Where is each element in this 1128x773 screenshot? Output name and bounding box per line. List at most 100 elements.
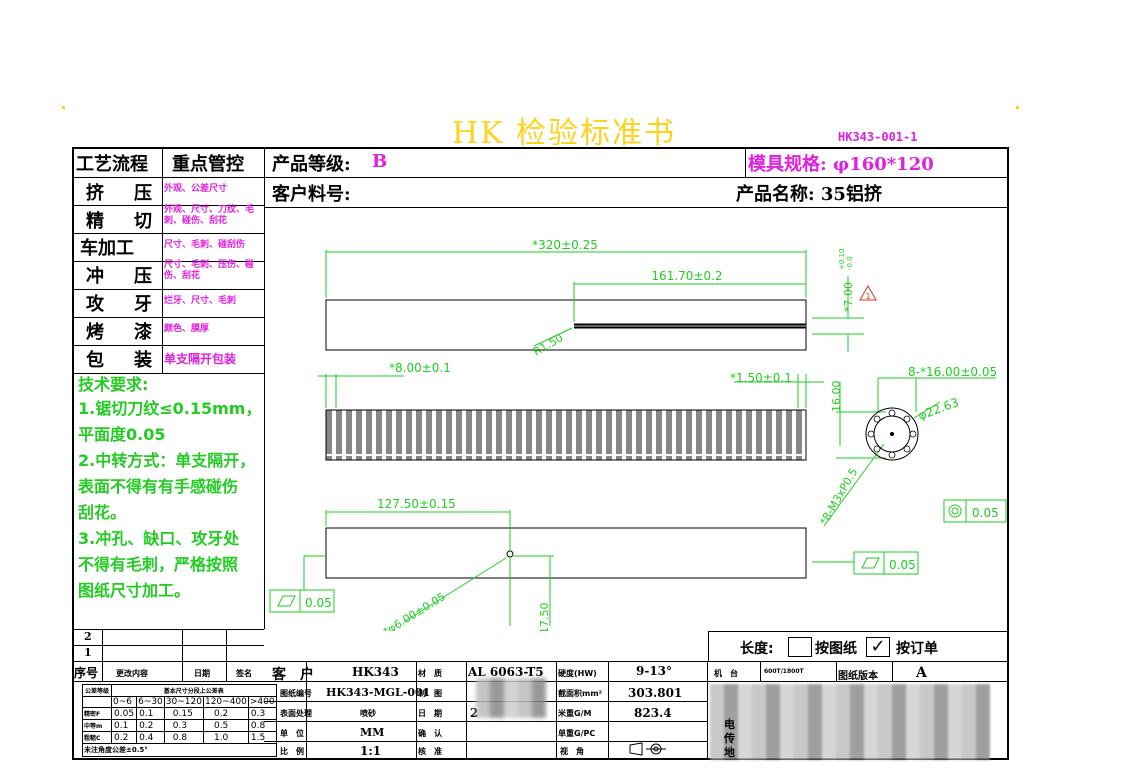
warning-mark: 1	[865, 292, 870, 301]
dim-depth: *7.00	[842, 282, 855, 312]
document-title: HK 检验标准书	[451, 116, 677, 151]
revision-sign-header: 签名	[236, 669, 252, 678]
section-area-value: 303.801	[628, 686, 683, 700]
dim-hole-position: 127.50±0.15	[377, 497, 456, 511]
dim-depth-tol-down: -0.0	[846, 256, 854, 270]
dim-hole-spacing: 16.00	[830, 381, 843, 413]
range-header: 30~120	[163, 696, 204, 708]
by-drawing-checkbox[interactable]	[788, 637, 812, 657]
step-punch: 冲 压	[86, 266, 158, 287]
range-header: >400	[247, 696, 277, 708]
dim-depth-tol-up: +0.10	[838, 249, 846, 270]
approve-label: 核 准	[418, 747, 442, 756]
tolerance-subtitle: 基本尺寸分段上公差表	[111, 684, 277, 697]
dim-edge-width: *8.00±0.1	[389, 361, 451, 375]
machine-value: 600T/1800T	[764, 668, 804, 675]
surface-value: 喷砂	[360, 709, 376, 718]
key-control-header: 重点管控	[172, 154, 244, 175]
step-pack-note: 单支隔开包装	[164, 352, 237, 366]
product-grade-value: B	[372, 151, 388, 172]
redacted-company-info	[710, 684, 990, 760]
material-label: 材 质	[418, 669, 442, 678]
dim-hole-diameter: *φ6.00±0.05	[381, 590, 448, 631]
table-row: 中等m 0.1 0.2 0.3 0.5 0.8	[81, 719, 277, 732]
dim-overall-length: *320±0.25	[532, 238, 598, 252]
step-punch-note: 尺寸、毛刺、压伤、碰伤、刮花	[164, 260, 255, 281]
requirement-line: 平面度0.05	[78, 425, 166, 444]
process-flow-header: 工艺流程	[76, 154, 148, 175]
dim-hole-count: 8-*16.00±0.05	[908, 365, 997, 379]
requirement-line: 1.锯切刀纹≤0.15mm，	[78, 399, 262, 418]
requirement-line: 不得有毛刺，严格按照	[78, 555, 239, 574]
requirement-line: 2.中转方式：单支隔开，	[78, 451, 256, 470]
requirement-line: 表面不得有有手感碰伤	[78, 477, 239, 496]
drawing-version-label: 图纸版本	[838, 671, 878, 682]
corner-mark-right	[1016, 106, 1019, 109]
dim-thread: *8-M3xP0.5	[817, 466, 860, 528]
technical-drawing: *320±0.25 161.70±0.2 R1.50 *7.00 +0.10 -…	[269, 238, 1007, 632]
hardness-label: 硬度(HW)	[558, 669, 597, 678]
requirements-heading: 技术要求:	[78, 375, 149, 394]
piece-weight-label: 单重G/PC	[558, 729, 596, 738]
date-value: 2	[470, 706, 479, 720]
customer-label: 客 户	[272, 667, 314, 683]
by-order-label: 按订单	[896, 641, 938, 657]
drawing-no-label: 图纸编号	[280, 689, 312, 698]
revision-row-2: 2	[84, 630, 92, 643]
step-cut: 精 切	[86, 211, 158, 232]
address-label: 地	[724, 746, 735, 759]
drawing-no-value: HK343-MGL-001	[326, 686, 431, 699]
product-name: 产品名称: 35铝挤	[736, 184, 882, 205]
dim-edge-thickness: *1.50±0.1	[730, 371, 792, 385]
dim-hole-offset: 17.50	[538, 603, 551, 632]
step-machining-note: 尺寸、毛刺、碰刮伤	[164, 240, 246, 250]
scale-value: 1:1	[360, 744, 382, 758]
step-extrude: 挤 压	[86, 183, 158, 204]
document-number: HK343-001-1	[838, 130, 918, 144]
requirement-line: 3.冲孔、缺口、攻牙处	[78, 529, 240, 548]
unit-label: 单 位	[280, 729, 304, 738]
confirm-label: 确 认	[418, 729, 442, 738]
step-paint: 烤 漆	[86, 322, 158, 343]
by-drawing-label: 按图纸	[815, 641, 857, 657]
step-pack: 包 装	[86, 350, 158, 371]
redacted-area	[476, 678, 546, 718]
angle-tolerance-note: 未注角度公差±0.5°	[82, 743, 277, 757]
table-row: 精密F 0.05 0.1 0.15 0.2 0.3	[81, 707, 277, 720]
product-grade-label: 产品等级:	[272, 154, 351, 175]
range-header: 0~6	[111, 696, 138, 708]
view-angle-label: 视 角	[560, 747, 584, 756]
meter-weight-value: 823.4	[634, 706, 672, 720]
requirement-line: 刮花。	[78, 503, 127, 522]
customer-part-label: 客户料号:	[272, 184, 351, 205]
customer-value: HK343	[352, 665, 399, 679]
drafter-label: 制 图	[418, 689, 442, 698]
step-machining: 车加工	[80, 238, 134, 259]
date-label: 日 期	[418, 709, 442, 718]
surface-label: 表面处理	[280, 709, 312, 718]
concentricity-tolerance: 0.05	[972, 506, 999, 520]
step-paint-note: 颜色、膜厚	[164, 324, 210, 334]
phone-label: 电	[724, 718, 735, 731]
die-spec: 模具规格: φ160*120	[748, 154, 934, 175]
scale-label: 比 例	[280, 747, 304, 756]
length-label: 长度:	[740, 641, 774, 657]
by-order-checkbox[interactable]: ✓	[866, 637, 890, 657]
step-tap: 攻 牙	[86, 294, 158, 315]
revision-row-1: 1	[84, 646, 92, 659]
projection-symbol-icon	[629, 742, 666, 756]
dim-slot-length: 161.70±0.2	[651, 269, 722, 283]
material-value: AL 6063-T5	[468, 665, 544, 679]
corner-mark-left	[62, 106, 65, 109]
meter-weight-label: 米重G/M	[558, 709, 592, 718]
flatness-tolerance-left: 0.05	[305, 596, 332, 610]
revision-no-header: 序号	[74, 666, 99, 680]
dim-bolt-circle: φ22.63	[916, 395, 961, 423]
drawing-version-value: A	[916, 665, 927, 681]
dim-radius: R1.50	[531, 331, 565, 358]
revision-date-header: 日期	[194, 669, 210, 678]
unit-value: MM	[360, 726, 385, 739]
range-header: 120~400	[202, 696, 249, 708]
drawing-frame	[72, 147, 1009, 760]
fax-label: 传	[724, 732, 735, 745]
